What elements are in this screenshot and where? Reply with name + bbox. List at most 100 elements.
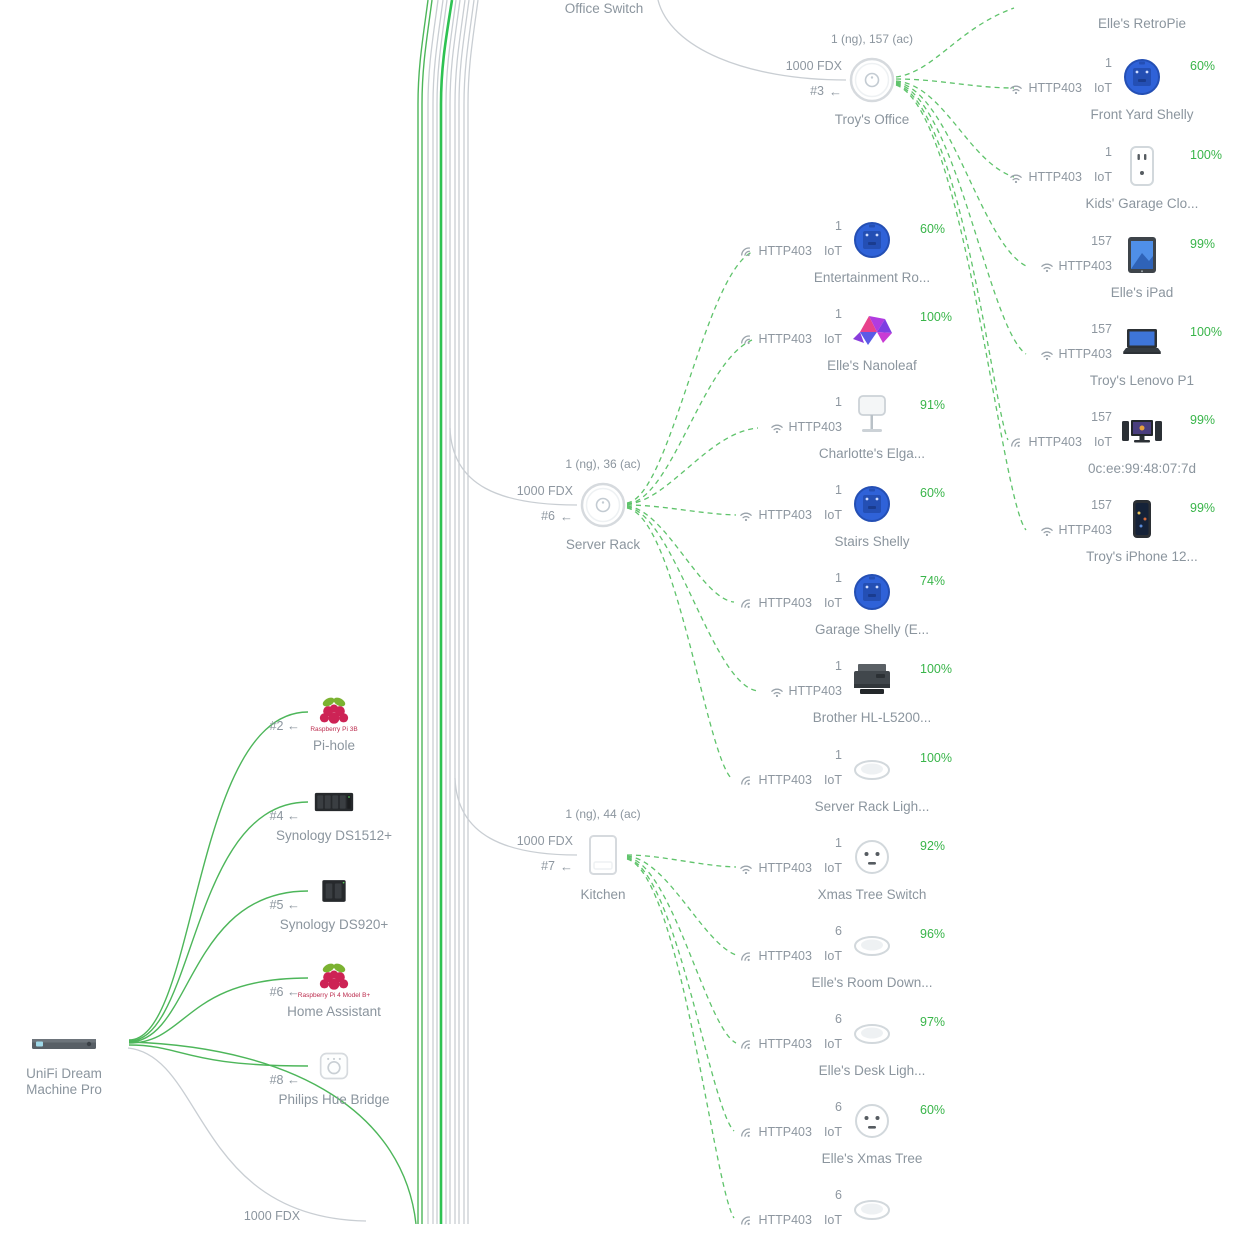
signal-strength: 60% [1190,59,1216,73]
client-network: HTTP403 [758,949,812,963]
client-name[interactable]: Brother HL-L5200... [812,710,932,725]
signal-strength: 60% [920,222,946,236]
client-name[interactable]: 0c:ee:99:48:07:7d [1087,461,1197,476]
shelly-device-icon[interactable] [848,568,896,616]
light-fixture-icon[interactable] [848,1009,896,1057]
wifi-signal-icon [737,594,755,612]
client-name[interactable]: Elle's Nanoleaf [827,358,917,373]
shelly-device-icon[interactable] [848,480,896,528]
client-name[interactable]: Server Rack Ligh... [814,799,930,814]
client-network-tag: IoT [823,1037,842,1051]
wireless-link [895,81,1027,267]
client-name[interactable]: Stairs Shelly [834,534,910,549]
client-name[interactable]: Elle's Room Down... [811,975,933,990]
client-name[interactable]: Elle's Xmas Tree [821,1151,923,1166]
wifi-signal-icon [1009,83,1023,95]
client-name[interactable]: Troy's iPhone 12... [1086,549,1198,564]
inwall-ap-icon[interactable] [579,831,627,879]
wired-link-bottom [127,1047,367,1222]
iphone-icon[interactable] [1118,495,1166,543]
ap-radio-summary: 1 (ng), 157 (ac) [830,32,914,46]
synology-nas-icon[interactable] [314,782,354,822]
switch-name[interactable]: Office Switch [564,1,644,16]
wifi-signal-icon [770,422,784,434]
client-network: HTTP403 [1028,81,1082,95]
wifi-signal-icon [737,1035,755,1053]
ap-name[interactable]: Server Rack [565,537,641,552]
wifi-signal-icon [737,242,755,260]
uplink-troys-office [657,0,847,81]
client-name[interactable]: Elle's RetroPie [1097,16,1187,31]
client-name[interactable]: Elle's Desk Ligh... [818,1063,926,1078]
client-channel: 1 [835,219,842,233]
wifi-signal-icon [1007,0,1025,2]
signal-strength: 100% [920,310,952,324]
client-network-tag: IoT [823,861,842,875]
wifi-signal-icon [770,686,784,698]
client-name[interactable]: Front Yard Shelly [1090,107,1194,122]
wireless-link [895,80,1015,178]
ipad-icon[interactable] [1118,231,1166,279]
client-name[interactable]: Garage Shelly (E... [814,622,930,637]
access-point-icon[interactable] [848,56,896,104]
gateway-icon[interactable] [31,1027,97,1061]
client-name[interactable]: Pi-hole [312,738,356,753]
smart-plug-icon[interactable] [848,833,896,881]
gateway-name[interactable]: UniFi Dream Machine Pro [26,1066,102,1097]
light-fixture-icon[interactable] [848,1185,896,1233]
uplink-arrow-icon: ← [560,509,573,524]
ap-radio-summary: 1 (ng), 36 (ac) [565,457,641,471]
client-name[interactable]: Entertainment Ro... [813,270,931,285]
ap-name[interactable]: Kitchen [580,887,626,902]
client-network: HTTP403 [788,420,843,434]
wireless-link [895,78,1015,89]
client-name[interactable]: Synology DS920+ [279,917,389,932]
ap-uplink-speed: 1000 FDX [516,484,573,498]
signal-strength: 74% [920,574,946,588]
client-channel: 157 [1091,234,1112,248]
client-name[interactable]: Kids' Garage Clo... [1085,196,1199,211]
client-name[interactable]: Philips Hue Bridge [278,1092,390,1107]
client-channel: 157 [1091,498,1112,512]
client-channel: 1 [835,395,842,409]
hue-bridge-icon[interactable] [314,1046,354,1086]
printer-icon[interactable] [848,656,896,704]
smart-plug-icon[interactable] [848,1097,896,1145]
signal-strength: 91% [920,398,946,412]
client-network: HTTP403 [1058,259,1113,273]
shelly-device-icon[interactable] [848,216,896,264]
client-name[interactable]: Troy's Lenovo P1 [1089,373,1195,388]
monitor-speakers-icon[interactable] [1118,407,1166,455]
shelly-device-icon[interactable] [1118,53,1166,101]
client-network-tag: IoT [823,949,842,963]
client-name[interactable]: Home Assistant [287,1004,381,1019]
key-light-icon[interactable] [848,392,896,440]
nanoleaf-icon[interactable] [848,304,896,352]
client-connection-meta: 1 HTTP403 [662,654,842,704]
wired-link-homeassistant [128,977,309,1044]
wifi-signal-icon [739,510,753,522]
client-name[interactable]: Synology DS1512+ [276,828,392,843]
synology-nas-icon[interactable] [314,871,354,911]
laptop-icon[interactable] [1118,319,1166,367]
signal-strength: 99% [1190,413,1216,427]
client-network-tag: IoT [823,1213,842,1227]
port-number: #5 [269,898,284,912]
board-caption: Raspberry Pi 4 Model B+ [297,992,371,999]
client-name[interactable]: Charlotte's Elga... [818,446,926,461]
smart-outlet-icon[interactable] [1118,142,1166,190]
light-fixture-icon[interactable] [848,745,896,793]
access-point-icon[interactable] [579,481,627,529]
client-name[interactable]: Xmas Tree Switch [817,887,927,902]
ap-name[interactable]: Troy's Office [834,112,910,127]
trunk-link-bright [439,0,454,1224]
ap-radio-summary: 1 (ng), 44 (ac) [565,807,641,821]
client-name[interactable]: Elle's iPad [1110,285,1174,300]
client-network: HTTP403 [758,1213,812,1227]
wireless-link [626,855,737,956]
client-channel: 157 [1091,322,1112,336]
light-fixture-icon[interactable] [848,921,896,969]
